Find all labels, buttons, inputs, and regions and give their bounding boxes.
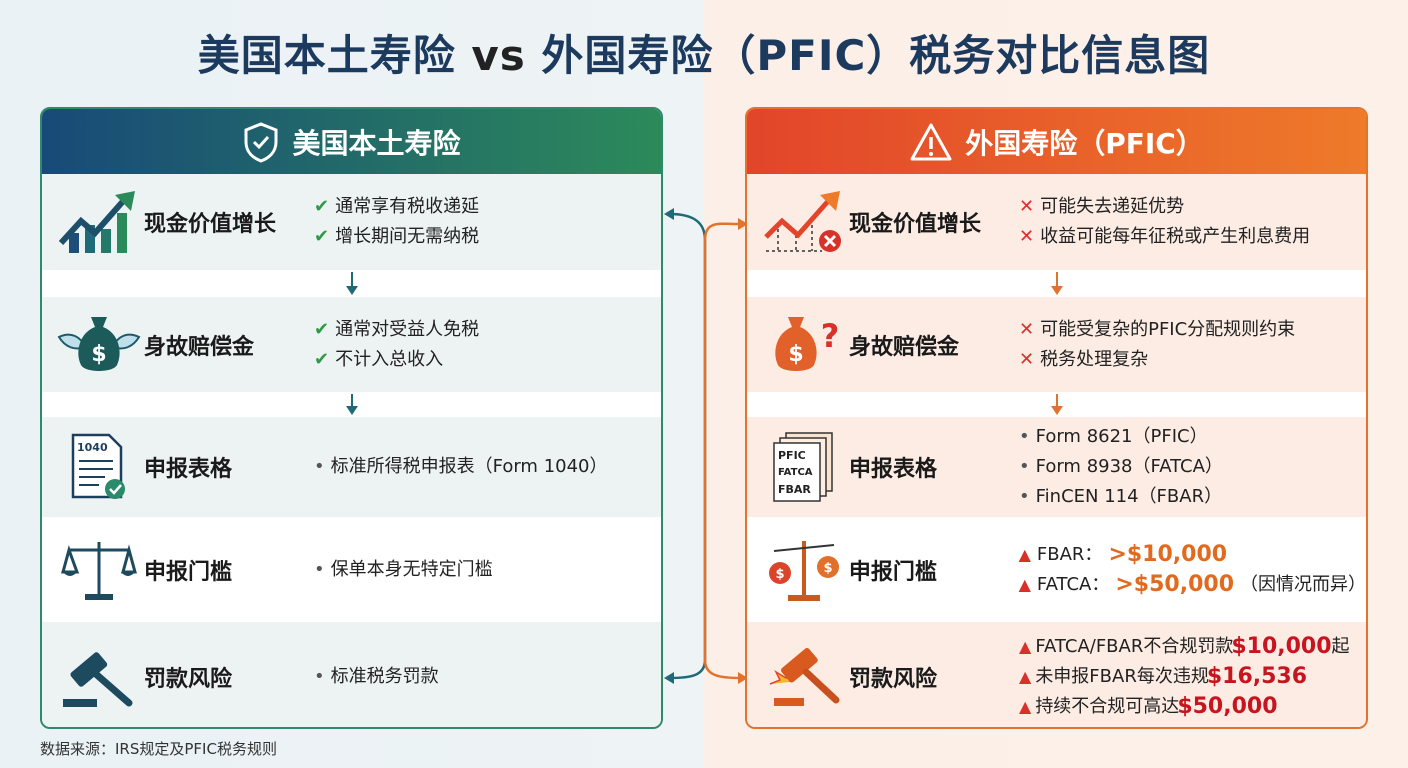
us-life-insurance-panel: 美国本土寿险 现金价值增长 ✔通常享有税收递延 ✔增长期间无需纳税 $ 身故赔偿… <box>40 107 663 729</box>
item-text: 收益可能每年征税或产生利息费用 <box>1040 226 1311 247</box>
shield-check-icon <box>244 121 278 163</box>
money-bag-question-icon: $? <box>775 316 840 371</box>
fx-row-cash-value: 现金价值增长 ✕可能失去递延优势 ✕收益可能每年征税或产生利息费用 <box>747 174 1366 270</box>
amount: $50,000 <box>1177 693 1278 719</box>
check-icon: ✔ <box>314 318 330 340</box>
amount: $16,536 <box>1206 663 1308 689</box>
form-1040-icon: 1040 <box>71 433 125 499</box>
svg-text:$: $ <box>788 342 803 367</box>
row-label: 罚款风险 <box>849 666 938 692</box>
item-text: 增长期间无需纳税 <box>335 226 480 247</box>
fx-row-death-benefit: $? 身故赔偿金 ✕可能受复杂的PFIC分配规则约束 ✕税务处理复杂 <box>747 297 1366 392</box>
bullet-icon: • <box>1019 426 1030 447</box>
svg-text:FBAR: FBAR <box>778 483 811 496</box>
item-text: 可能失去递延优势 <box>1040 196 1185 217</box>
item-text: 通常对受益人免税 <box>335 318 480 340</box>
growth-chart-icon <box>59 191 135 253</box>
item-text: Form 8621（PFIC） <box>1035 426 1208 447</box>
item-text: FBAR： <box>1036 543 1103 565</box>
bullet-icon: • <box>1019 456 1030 477</box>
down-arrow-icon <box>747 392 1366 417</box>
cross-icon: ✕ <box>1019 226 1035 247</box>
item-text: 未申报FBAR每次违规 <box>1035 665 1209 687</box>
item-text: FinCEN 114（FBAR） <box>1035 486 1223 507</box>
foreign-panel-title: 外国寿险（PFIC） <box>965 126 1204 160</box>
item-text: 保单本身无特定门槛 <box>330 558 493 580</box>
down-arrow-icon <box>42 392 661 417</box>
row-label: 现金价值增长 <box>849 212 982 237</box>
us-row-penalty: 罚款风险 •标准税务罚款 <box>42 622 661 727</box>
item-note: 起 <box>1331 635 1350 657</box>
us-panel-header: 美国本土寿险 <box>42 109 661 174</box>
amount: $10,000 <box>1231 633 1332 659</box>
gavel-impact-icon <box>769 647 840 706</box>
svg-text:$: $ <box>775 567 784 582</box>
item-text: FATCA： <box>1036 573 1110 595</box>
warning-icon: ▲ <box>1018 544 1031 564</box>
svg-text:PFIC: PFIC <box>778 449 806 462</box>
down-arrow-icon <box>747 270 1366 297</box>
bullet-icon: • <box>314 456 325 477</box>
warning-icon: ▲ <box>1018 574 1031 594</box>
row-label: 申报门槛 <box>848 559 937 585</box>
svg-text:$: $ <box>91 342 106 367</box>
us-row-threshold: 申报门槛 •保单本身无特定门槛 <box>42 517 661 622</box>
svg-text:FATCA: FATCA <box>778 467 813 478</box>
scale-money-icon: $$ <box>768 540 839 601</box>
check-icon: ✔ <box>314 226 330 247</box>
row-label: 现金价值增长 <box>144 212 277 237</box>
bullet-icon: • <box>1019 486 1030 507</box>
amount: >$50,000 <box>1115 571 1234 597</box>
row-label: 身故赔偿金 <box>849 334 960 360</box>
us-panel-title: 美国本土寿险 <box>292 126 461 160</box>
item-text: 标准所得税申报表（Form 1040） <box>330 456 608 477</box>
scale-icon <box>61 541 137 600</box>
cross-icon: ✕ <box>1019 348 1035 370</box>
warning-icon <box>910 123 952 160</box>
us-row-cash-value: 现金价值增长 ✔通常享有税收递延 ✔增长期间无需纳税 <box>42 174 661 270</box>
us-row-forms: 1040 申报表格 •标准所得税申报表（Form 1040） <box>42 417 661 517</box>
bullet-icon: • <box>314 665 325 687</box>
fx-row-threshold: $$ 申报门槛 ▲FBAR：>$10,000 ▲FATCA：>$50,000（因… <box>747 517 1366 622</box>
row-label: 身故赔偿金 <box>144 334 255 360</box>
cross-icon: ✕ <box>1019 318 1035 340</box>
item-text: 持续不合规可高达 <box>1035 695 1180 717</box>
check-icon: ✔ <box>314 196 330 217</box>
warning-icon: ▲ <box>1019 696 1032 716</box>
money-bag-wings-icon: $ <box>57 316 141 371</box>
amount: >$10,000 <box>1108 541 1228 567</box>
bullet-icon: • <box>314 558 325 580</box>
item-text: 通常享有税收递延 <box>335 196 480 217</box>
foreign-life-insurance-panel: 外国寿险（PFIC） 现金价值增长 ✕可能失去递延优势 ✕收益可能每年征税或产生… <box>745 107 1368 729</box>
page-title: 美国本土寿险 vs 外国寿险（PFIC）税务对比信息图 <box>197 31 1211 80</box>
row-label: 申报门槛 <box>144 559 233 585</box>
warning-icon: ▲ <box>1019 636 1032 656</box>
comparison-connector <box>664 208 748 684</box>
item-text: 可能受复杂的PFIC分配规则约束 <box>1040 318 1296 340</box>
item-text: FATCA/FBAR不合规罚款 <box>1035 635 1234 657</box>
data-source-note: 数据来源：IRS规定及PFIC税务规则 <box>40 740 277 758</box>
svg-text:?: ? <box>821 317 840 355</box>
row-label: 申报表格 <box>144 457 233 482</box>
foreign-panel-header: 外国寿险（PFIC） <box>747 109 1366 174</box>
forms-stack-icon: PFIC FATCA FBAR <box>773 432 833 502</box>
item-text: 标准税务罚款 <box>330 665 439 687</box>
cross-icon: ✕ <box>1019 196 1035 217</box>
item-text: 不计入总收入 <box>335 348 444 370</box>
growth-chart-x-icon <box>764 191 841 252</box>
check-icon: ✔ <box>314 348 330 370</box>
gavel-icon <box>63 651 133 707</box>
warning-icon: ▲ <box>1019 666 1032 686</box>
item-text: 税务处理复杂 <box>1040 348 1149 370</box>
item-text: Form 8938（FATCA） <box>1035 456 1223 477</box>
item-note: （因情况而异） <box>1240 573 1366 595</box>
svg-text:$: $ <box>823 561 832 576</box>
row-label: 罚款风险 <box>144 666 233 692</box>
down-arrow-icon <box>42 270 661 297</box>
svg-text:1040: 1040 <box>77 441 108 454</box>
row-label: 申报表格 <box>849 457 938 482</box>
us-row-death-benefit: $ 身故赔偿金 ✔通常对受益人免税 ✔不计入总收入 <box>42 297 661 392</box>
